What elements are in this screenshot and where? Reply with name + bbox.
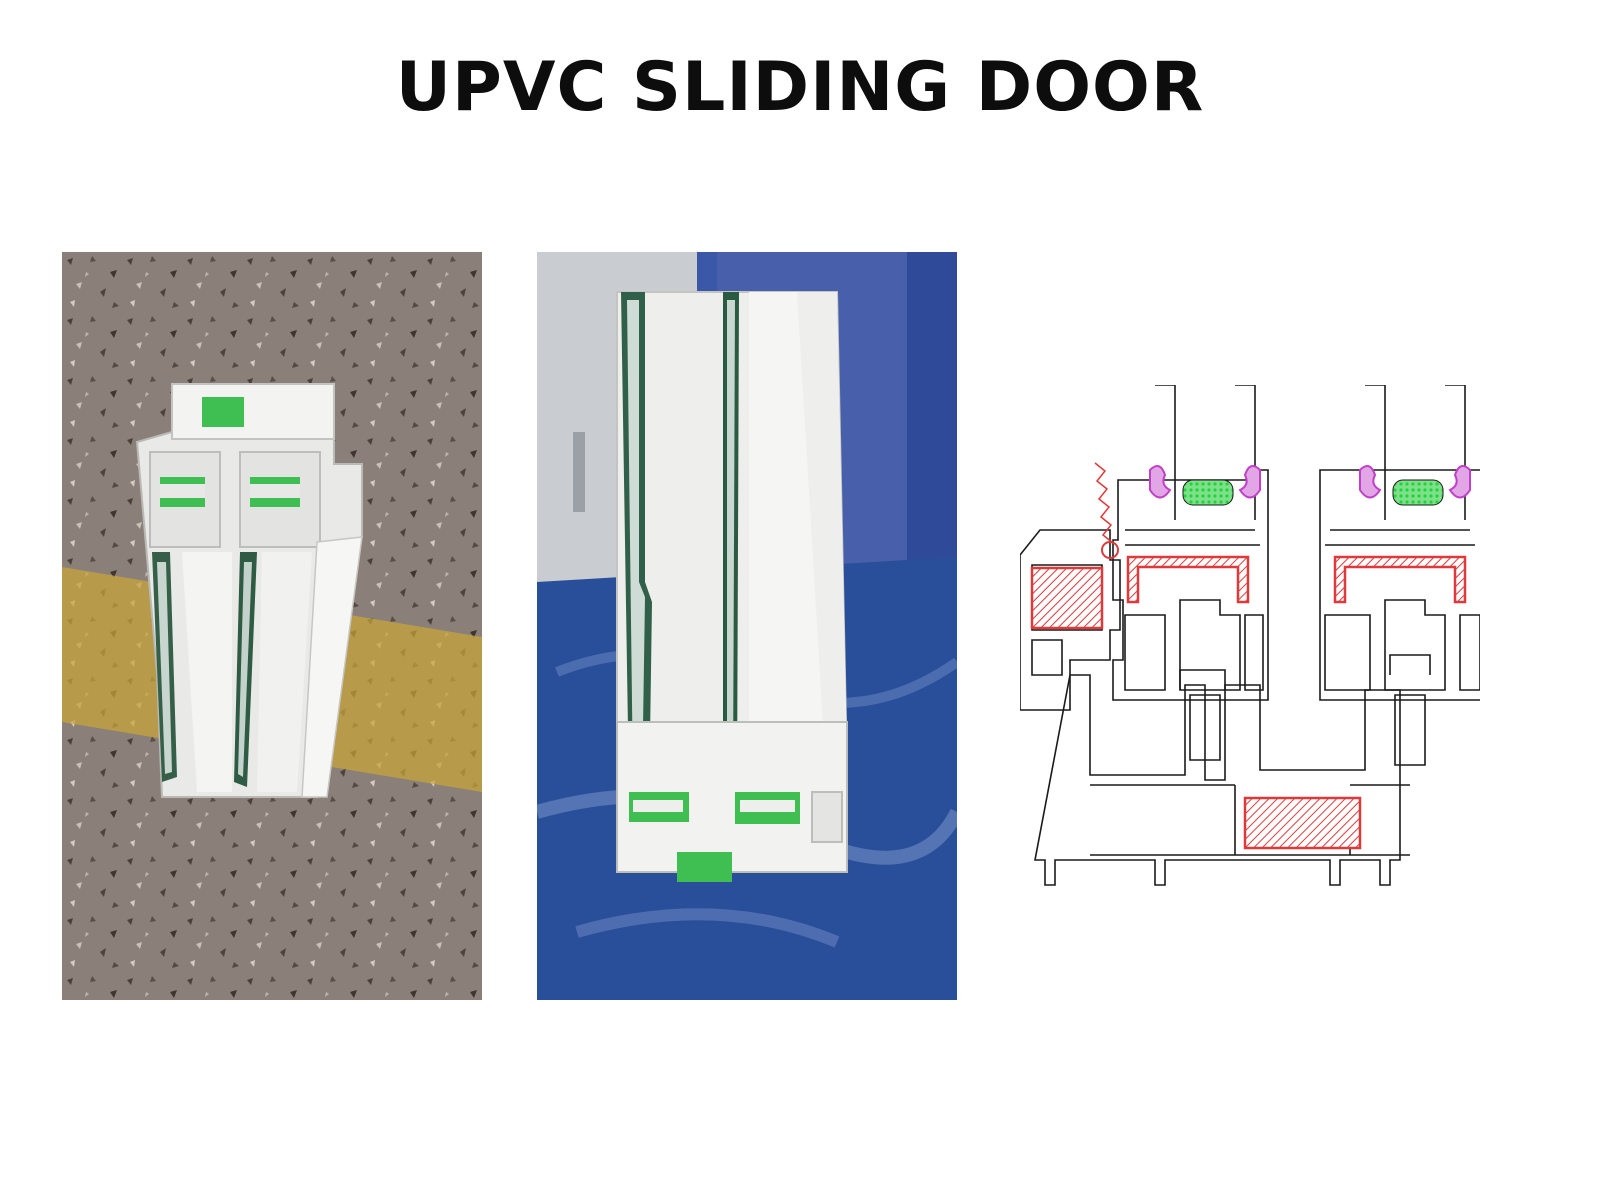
cross-section-svg [1020, 385, 1480, 886]
photo-profile-section-top-view [62, 252, 482, 1000]
photo-profile-section-angled-view [537, 252, 957, 1000]
photo-2-illustration [537, 252, 957, 1000]
page-title: UPVC SLIDING DOOR [395, 48, 1205, 127]
technical-cross-section-drawing [1020, 385, 1480, 925]
photo-1-illustration [62, 252, 482, 1000]
